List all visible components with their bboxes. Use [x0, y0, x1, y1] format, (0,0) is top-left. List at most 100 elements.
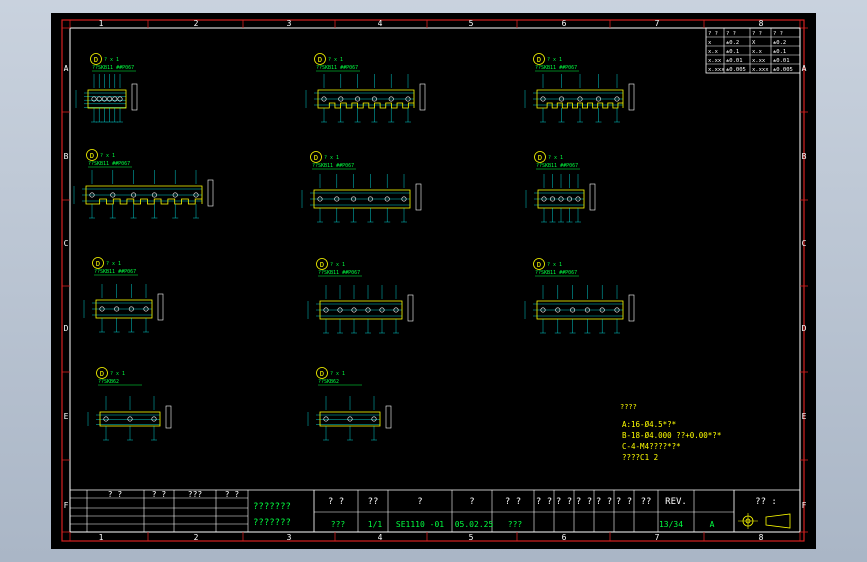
hole-feature [577, 96, 583, 102]
view-marker-letter: D [318, 56, 322, 64]
side-profile [419, 83, 426, 111]
tb-value-cell: 1/1 [368, 520, 383, 529]
hole-feature [365, 307, 371, 313]
view-tag-label: ??SKB11 ##P067 [312, 163, 354, 169]
tb-head-left: ? ? [108, 490, 123, 499]
zone-label-bottom: 4 [378, 533, 383, 542]
part-view-11: D? x 1??SKB62 [307, 367, 392, 441]
tb-head-cell: ? [417, 497, 422, 507]
view-marker-circle [533, 258, 545, 270]
hole-feature [541, 196, 547, 202]
hole-feature [540, 96, 546, 102]
part-outline [319, 411, 381, 427]
hole-feature [555, 307, 561, 313]
hole-feature [351, 307, 357, 313]
part-view-7: D? x 1??SKB11 ##P067 [83, 257, 164, 333]
outer-border [61, 19, 805, 542]
inner-frame [69, 27, 801, 533]
tb-head-cell: ? ? [328, 497, 344, 507]
notes-title: ???? [620, 403, 637, 411]
hole-feature [599, 307, 605, 313]
view-tag-label: ??SKB11 ##P067 [536, 163, 578, 169]
tolerance-cell: x.x [752, 49, 763, 55]
part-outline [317, 89, 415, 109]
hole-feature [193, 192, 199, 198]
zone-label-top: 3 [287, 19, 292, 28]
hole-feature [89, 192, 95, 198]
zone-label-bottom: 1 [99, 533, 104, 542]
part-view-2: D ? x 1 ??SKB11 ##P067 [305, 53, 426, 123]
hole-feature [558, 96, 564, 102]
hole-feature [371, 96, 377, 102]
tolerance-cell: ? ? [708, 31, 718, 37]
tb-company-line: ??????? [253, 502, 291, 512]
hole-feature [107, 96, 113, 102]
tb-value-cell: SE1110 -01 [396, 520, 444, 529]
view-tag-label: ??SKB11 ##P067 [88, 161, 130, 167]
tb-head-cell: ? ? [596, 497, 612, 507]
hole-feature [367, 196, 373, 202]
part-view-5: D? x 1??SKB11 ##P067 [301, 151, 422, 223]
hole-feature [338, 96, 344, 102]
hole-feature [323, 416, 329, 422]
hole-feature [595, 96, 601, 102]
view-scale-label: ? x 1 [548, 155, 563, 161]
hole-feature [110, 192, 116, 198]
view-scale-label: ? x 1 [330, 262, 345, 268]
zone-label-right: F [802, 501, 807, 510]
view-tag-label: ??SKB11 ##P067 [94, 269, 136, 275]
zone-label-left: B [64, 152, 69, 161]
hole-feature [401, 196, 407, 202]
view-tag-label: ??SKB11 ##P067 [316, 65, 358, 71]
title-block: ? ?? ????? ???????????????? ?????? ?? ??… [69, 489, 800, 532]
view-marker-letter: D [100, 370, 104, 378]
side-profile [157, 293, 164, 321]
tolerance-cell: x.xxx [752, 67, 769, 73]
hole-feature [393, 307, 399, 313]
part-outline [85, 185, 203, 205]
view-tag-label: ??SKB11 ##P067 [535, 270, 577, 276]
tolerance-cell: ? ? [752, 31, 762, 37]
part-view-8: D? x 1??SKB11 ##P067 [307, 258, 414, 334]
hole-feature [317, 196, 323, 202]
view-tag-label: ??SKB11 ##P067 [92, 65, 134, 71]
tb-head-cell: REV. [665, 497, 687, 507]
view-marker-circle [533, 53, 545, 65]
zone-label-top: 4 [378, 19, 383, 28]
tb-head-left: ? ? [152, 490, 167, 499]
part-view-10: D? x 1??SKB62 [87, 367, 172, 441]
view-marker-letter: D [320, 261, 324, 269]
hole-feature [384, 196, 390, 202]
notes-line: A:16-Ø4.5*?* [622, 420, 676, 429]
tolerance-cell: ? ? [773, 31, 783, 37]
tolerance-cell: x.xxx [708, 67, 725, 73]
zone-label-bottom: 3 [287, 533, 292, 542]
zone-label-right: B [802, 152, 807, 161]
part-view-3: D? x 1??SKB11 ##P067 [524, 53, 635, 123]
notes-block: ????A:16-Ø4.5*?*B-18-Ø4.000 ??+0.00*?*C-… [620, 403, 721, 462]
tb-value-cell: 05.02.25 [455, 520, 494, 529]
zone-label-top: 5 [469, 19, 474, 28]
part-view-4: D? x 1??SKB11 ##P067 [73, 149, 214, 219]
zone-label-bottom: 2 [194, 533, 199, 542]
view-scale-label: ? x 1 [547, 262, 562, 268]
hole-feature [614, 307, 620, 313]
tolerance-cell: ±0.005 [773, 67, 793, 73]
zone-label-bottom: 5 [469, 533, 474, 542]
hole-feature [151, 192, 157, 198]
view-marker-letter: D [96, 260, 100, 268]
hole-feature [371, 416, 377, 422]
hole-feature [128, 306, 134, 312]
view-marker-circle [96, 367, 108, 379]
hole-feature [112, 96, 118, 102]
tolerance-cell: x.xx [752, 58, 766, 64]
tb-value-cell: 13/34 [659, 520, 683, 529]
tb-head-cell: ?? [641, 497, 652, 507]
hole-feature [337, 307, 343, 313]
hole-feature [151, 416, 157, 422]
view-scale-label: ? x 1 [328, 57, 343, 63]
view-marker-circle [316, 258, 328, 270]
tolerance-cell: ±0.2 [773, 40, 786, 46]
tolerance-cell: ±0.1 [773, 49, 786, 55]
